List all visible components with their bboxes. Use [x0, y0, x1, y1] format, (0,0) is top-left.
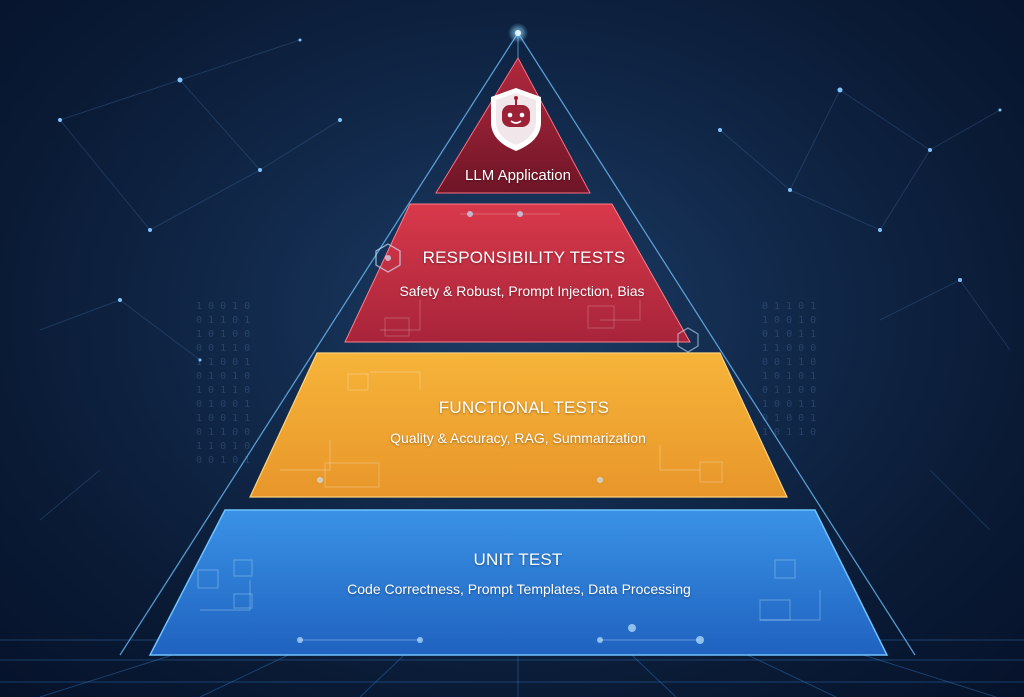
tier-functional-tests — [249, 352, 788, 498]
tier-unit-test — [148, 509, 889, 656]
binary-code-right: 0 1 1 0 1 1 0 0 1 0 0 1 0 1 1 1 1 0 0 0 … — [762, 301, 817, 438]
network-nodes — [58, 38, 1002, 362]
tier-title-unit-test: UNIT TEST — [473, 550, 563, 569]
tier-subtitle-unit-test: Code Correctness, Prompt Templates, Data… — [347, 581, 691, 597]
circuit-traces — [197, 213, 821, 641]
tier-label-llm-application: LLM Application — [465, 167, 571, 184]
circuit-nodes — [297, 211, 704, 644]
apex-node — [515, 30, 521, 36]
tier-subtitle-responsibility-tests: Safety & Robust, Prompt Injection, Bias — [399, 283, 645, 299]
hexagon-badge — [375, 243, 401, 273]
tier-title-responsibility-tests: RESPONSIBILITY TESTS — [422, 248, 626, 267]
tier-responsibility-tests — [344, 203, 691, 343]
tier-title-functional-tests: FUNCTIONAL TESTS — [438, 398, 610, 417]
hexagon-badge-right — [677, 327, 699, 353]
tier-subtitle-functional-tests: Quality & Accuracy, RAG, Summarization — [390, 430, 646, 446]
robot-shield-icon — [491, 88, 541, 151]
binary-code-left: 1 0 0 1 0 0 1 1 0 1 1 0 1 0 0 0 0 1 1 0 … — [196, 301, 251, 466]
